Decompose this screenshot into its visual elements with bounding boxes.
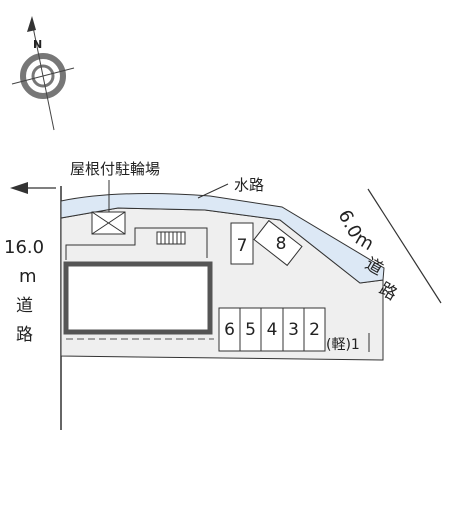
building-upper-outline bbox=[65, 227, 208, 260]
parking-row-frame bbox=[218, 307, 326, 352]
parking-space-7-box bbox=[230, 222, 254, 265]
waterway-label: 水路 bbox=[234, 176, 264, 194]
parking-space-8: 8 bbox=[276, 234, 287, 254]
road-left-char1: 道 bbox=[16, 296, 33, 316]
waterway bbox=[60, 193, 385, 284]
parking-space-2: 2 bbox=[309, 320, 320, 340]
parking-space-6: 6 bbox=[224, 320, 235, 340]
parking-space-1-kei: (軽)1 bbox=[326, 337, 360, 353]
road-right-edge bbox=[367, 188, 442, 304]
compass-ring bbox=[20, 53, 66, 99]
parking-space-3: 3 bbox=[288, 320, 299, 340]
road-left-char2: 路 bbox=[16, 325, 33, 345]
parking-space-5: 5 bbox=[245, 320, 256, 340]
road-left: 16.0 m 道 路 bbox=[4, 182, 62, 430]
bicycle-parking bbox=[91, 180, 126, 235]
compass-north-label: N bbox=[33, 38, 42, 51]
building-outline bbox=[65, 227, 208, 260]
waterway-leader bbox=[197, 183, 229, 199]
compass-north-arrow bbox=[27, 16, 36, 32]
parking-space-7: 7 bbox=[237, 236, 248, 256]
road-left-width: 16.0 bbox=[4, 237, 44, 258]
main-building bbox=[63, 261, 213, 335]
compass-rose-icon: N bbox=[11, 16, 75, 131]
parking-row: 6 5 4 3 2 bbox=[218, 307, 326, 352]
parking-space-8-group bbox=[253, 219, 303, 267]
bicycle-parking-label: 屋根付駐輪場 bbox=[70, 160, 160, 178]
bicycle-parking-cross-b bbox=[91, 211, 126, 235]
compass-inner-ring bbox=[31, 64, 55, 88]
stairs bbox=[156, 231, 186, 245]
parking-space-8-box bbox=[253, 219, 303, 267]
road-left-unit: m bbox=[19, 266, 37, 287]
entrance-arrow-icon bbox=[10, 182, 28, 194]
compass-cross-line bbox=[11, 67, 75, 85]
parking-space-4: 4 bbox=[267, 320, 278, 340]
